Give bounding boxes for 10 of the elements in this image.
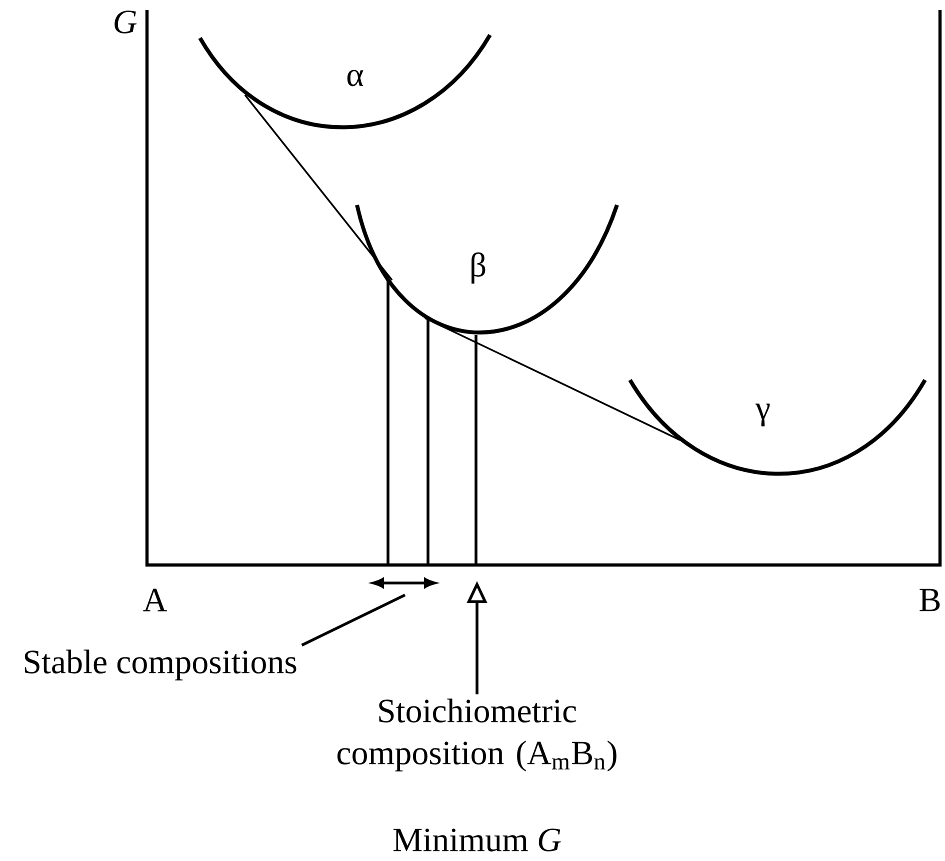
axis-label: A [143, 588, 168, 612]
phase-label: α [347, 70, 364, 86]
note-text: Stoichiometric composition (A$_{m}$B$_{n}$) [337, 698, 616, 772]
axis-label: B [920, 588, 940, 612]
phase-label: β [472, 252, 486, 284]
leader-line [301, 594, 406, 646]
note-text: Stable compositions [24, 650, 296, 680]
note-text: Minimum G [393, 828, 561, 852]
phase-label: γ [755, 404, 770, 426]
axis-label: G [114, 10, 137, 34]
